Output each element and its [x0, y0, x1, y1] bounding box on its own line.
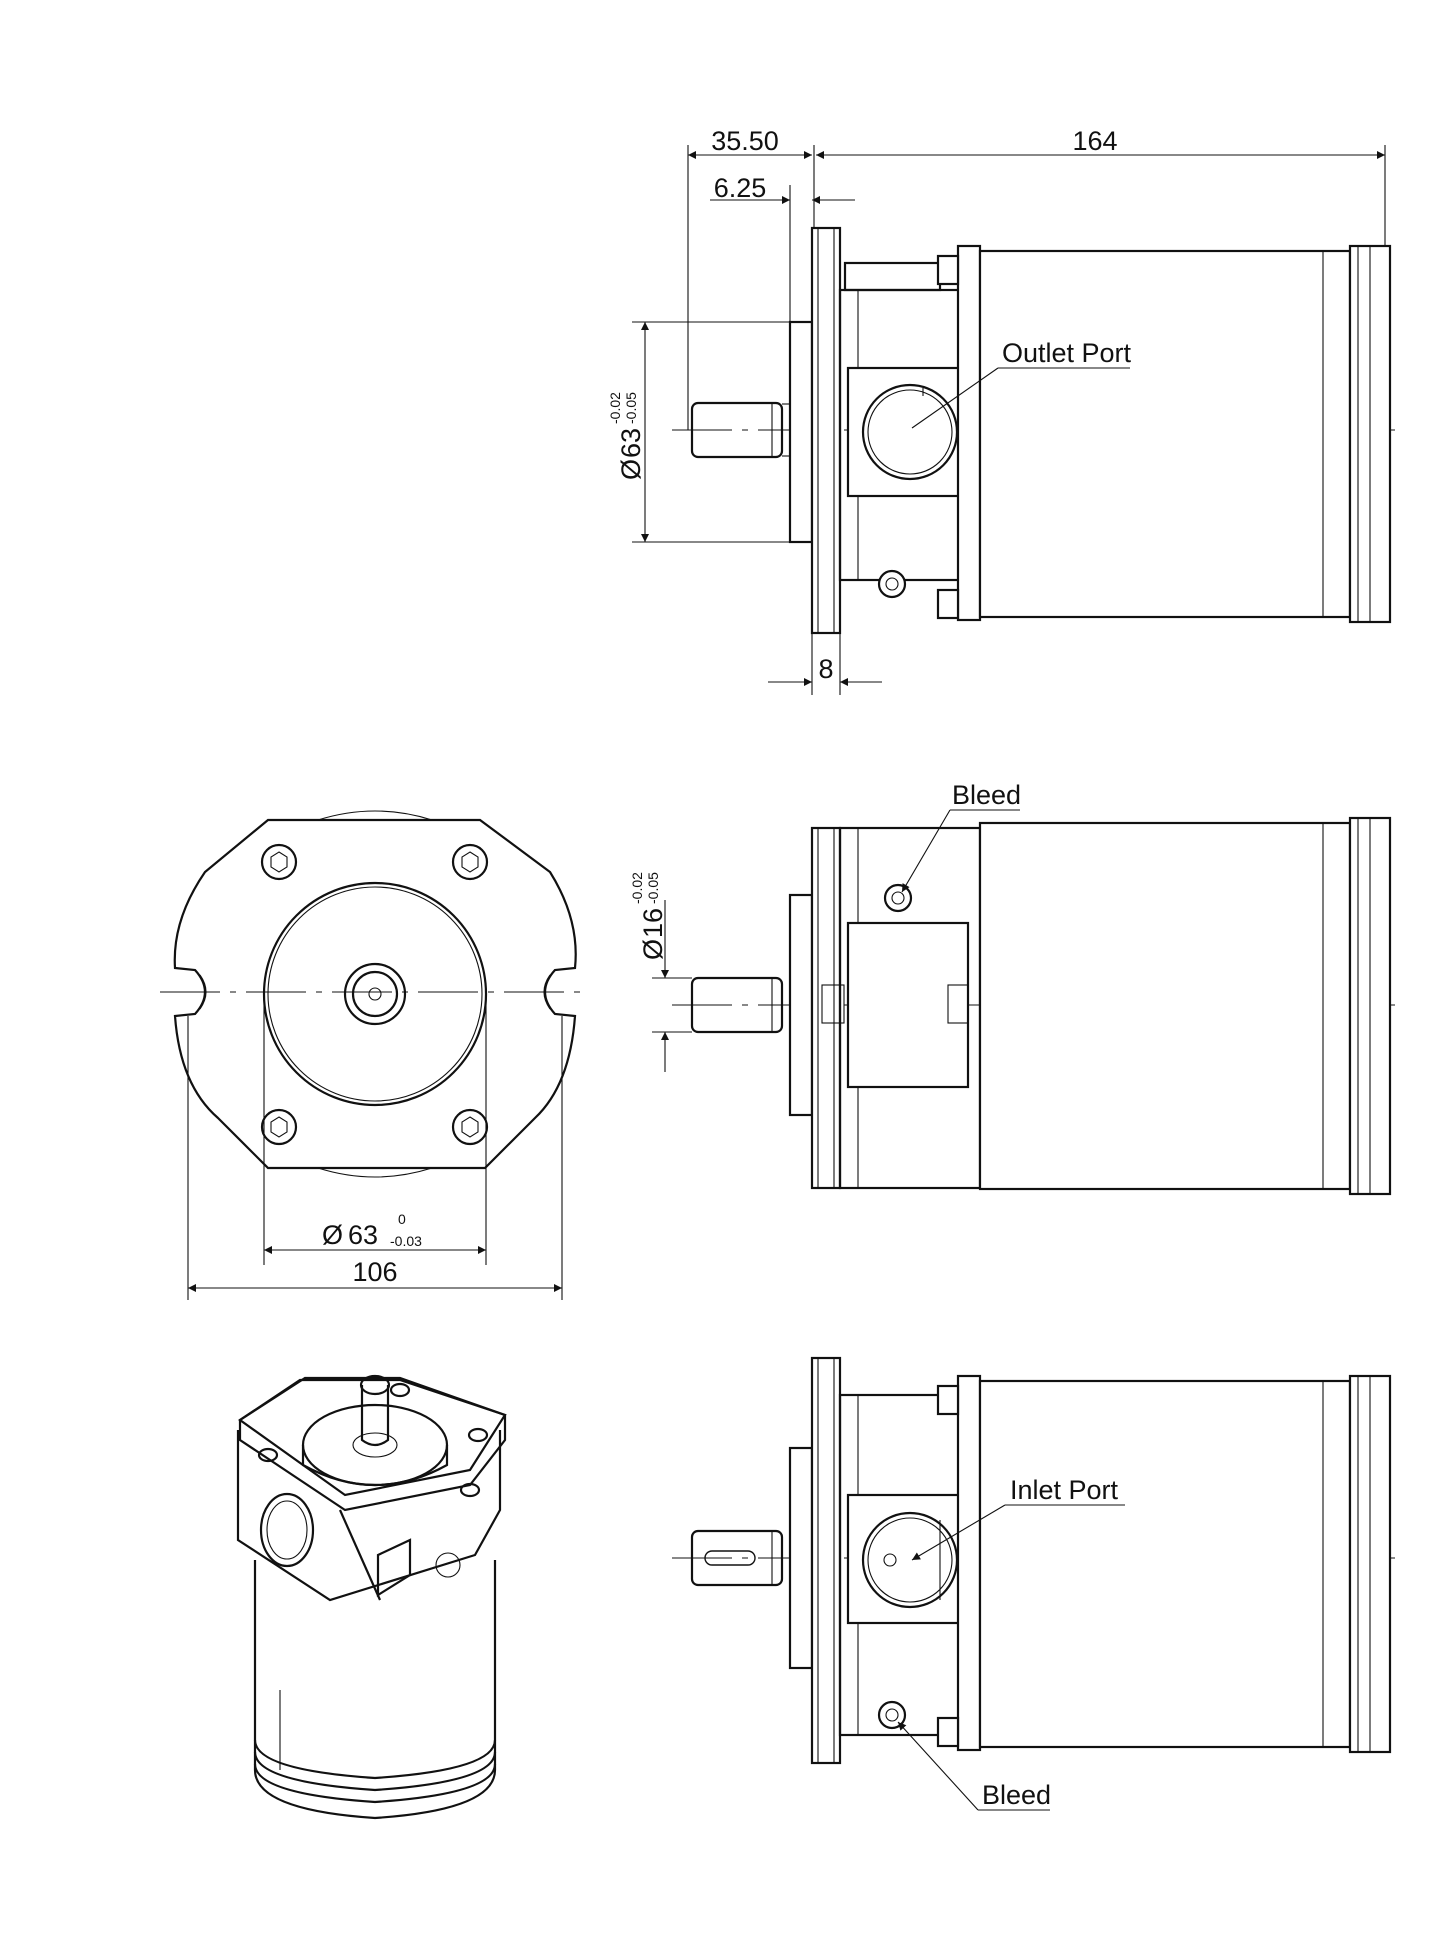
dimension-flange-width: 106 [187, 1016, 563, 1300]
pilot-diameter-side-upper-tol: -0.02 [607, 392, 623, 424]
bleed-callout-bottom: Bleed [897, 1721, 1051, 1811]
bleed-top-label: Bleed [952, 780, 1021, 810]
bleed-bottom-label: Bleed [982, 1780, 1051, 1810]
overall-length-value: 164 [1072, 126, 1117, 156]
shaft-diameter-value: 16 [638, 908, 668, 938]
dimension-pilot-depth: 6.25 [710, 173, 855, 322]
dimension-pilot-diameter-side: Ø 63 -0.02 -0.05 [607, 321, 790, 543]
outlet-port-callout: Outlet Port [911, 338, 1132, 429]
shaft-diameter-symbol: Ø [638, 939, 668, 960]
side-view-top [672, 226, 1395, 635]
shaft-diameter-upper-tol: -0.02 [629, 872, 645, 904]
pilot-diameter-side-lower-tol: -0.05 [623, 392, 639, 424]
dimension-shaft-projection: 35.50 [687, 126, 812, 430]
dimension-pilot-diameter-front: Ø 63 0 -0.03 [263, 1000, 487, 1265]
side-view-middle [672, 816, 1395, 1196]
bolt-hole [260, 1108, 298, 1146]
front-view [160, 810, 585, 1178]
pilot-diameter-front-value: 63 [348, 1220, 378, 1250]
pilot-diameter-side-symbol: Ø [616, 459, 646, 480]
flange-thickness-value: 8 [818, 654, 833, 684]
inlet-port-callout: Inlet Port [911, 1475, 1125, 1561]
pilot-diameter-front-lower-tol: -0.03 [390, 1233, 422, 1249]
inlet-port-label: Inlet Port [1010, 1475, 1119, 1505]
bolt-hole [451, 843, 489, 881]
isometric-view [236, 1374, 507, 1820]
bolt-hole [451, 1108, 489, 1146]
dimension-flange-thickness: 8 [768, 633, 882, 695]
flange-width-value: 106 [352, 1257, 397, 1287]
side-view-bottom [672, 1356, 1395, 1765]
pilot-diameter-front-upper-tol: 0 [398, 1211, 406, 1227]
dimension-overall-length: 164 [813, 126, 1386, 246]
pilot-diameter-side-value: 63 [616, 428, 646, 458]
bleed-callout-top: Bleed [901, 780, 1021, 893]
outlet-port-label: Outlet Port [1002, 338, 1132, 368]
dimension-shaft-diameter: Ø 16 -0.02 -0.05 [629, 872, 692, 1072]
pilot-diameter-front-symbol: Ø [322, 1220, 343, 1250]
bolt-hole [260, 843, 298, 881]
pilot-depth-value: 6.25 [714, 173, 767, 203]
shaft-projection-value: 35.50 [711, 126, 779, 156]
shaft-diameter-lower-tol: -0.05 [645, 872, 661, 904]
